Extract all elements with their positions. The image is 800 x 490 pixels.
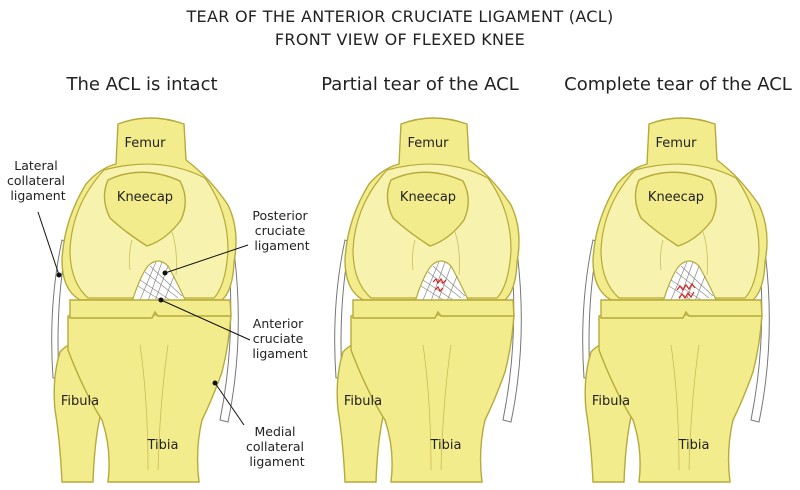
knee-illustration [333, 117, 523, 483]
panel-heading: Complete tear of the ACL [564, 74, 792, 95]
kneecap-label: Kneecap [117, 190, 173, 205]
tibia-label: Tibia [678, 438, 710, 453]
posterior-cruciate-annotation: Posterior cruciate ligament [162, 208, 311, 276]
medial-collateral-annotation: Medial collateral ligament [212, 380, 308, 469]
diagram-title-line2: FRONT VIEW OF FLEXED KNEE [275, 30, 525, 49]
femur-label: Femur [407, 136, 449, 151]
kneecap-label: Kneecap [648, 190, 704, 205]
panel-heading: Partial tear of the ACL [321, 74, 519, 95]
tibia-label: Tibia [430, 438, 462, 453]
femur-label: Femur [124, 136, 166, 151]
panel-complete-tear: Complete tear of the ACL Femur Kneecap F… [564, 74, 792, 483]
panel-partial-tear: Partial tear of the ACL Femur Kneecap Fi… [321, 74, 523, 483]
tibia-label: Tibia [147, 438, 179, 453]
medial-collateral-label: Medial collateral ligament [246, 424, 308, 469]
kneecap-label: Kneecap [400, 190, 456, 205]
diagram-title-line1: TEAR OF THE ANTERIOR CRUCIATE LIGAMENT (… [185, 7, 613, 26]
anterior-cruciate-annotation: Anterior cruciate ligament [158, 297, 308, 361]
fibula-label: Fibula [344, 394, 382, 409]
knee-illustration [581, 117, 771, 483]
lateral-collateral-label: Lateral collateral ligament [7, 158, 69, 203]
fibula-label: Fibula [61, 394, 99, 409]
knee-illustration [50, 117, 240, 483]
acl-tear-mark [676, 282, 696, 300]
anterior-cruciate-label: Anterior cruciate ligament [252, 316, 307, 361]
panel-intact: The ACL is intact Femur Kneecap Fibula T… [7, 74, 311, 483]
fibula-label: Fibula [592, 394, 630, 409]
lateral-collateral-annotation: Lateral collateral ligament [7, 158, 69, 278]
panel-heading: The ACL is intact [65, 74, 217, 95]
femur-label: Femur [655, 136, 697, 151]
acl-tear-mark [432, 277, 447, 293]
posterior-cruciate-label: Posterior cruciate ligament [252, 208, 311, 253]
